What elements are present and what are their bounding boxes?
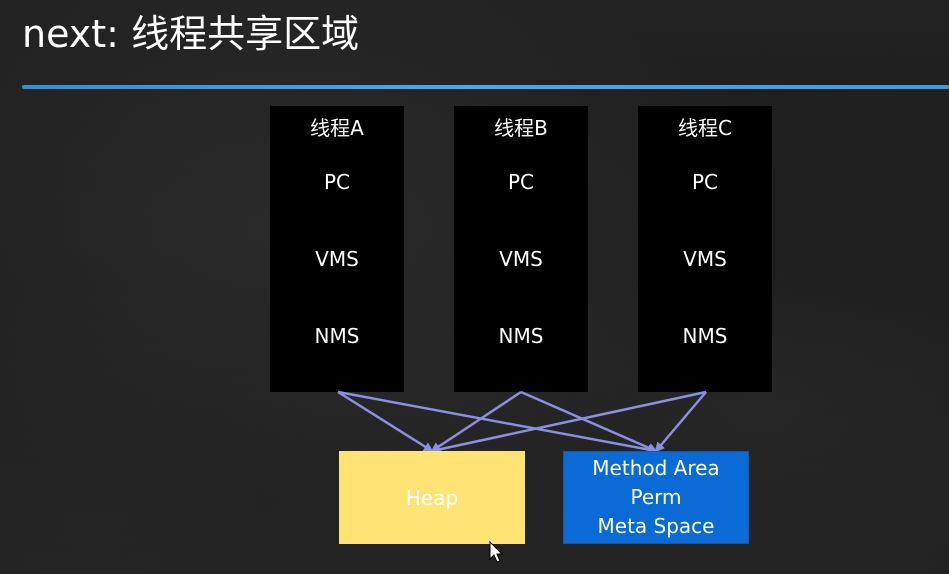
- title-divider: [22, 85, 949, 89]
- heap-label: Heap: [405, 485, 459, 510]
- thread-b-box: 线程B PC VMS NMS: [454, 106, 588, 392]
- thread-c-box: 线程C PC VMS NMS: [638, 106, 772, 392]
- thread-c-nms: NMS: [682, 324, 728, 348]
- method-area-box: Method Area Perm Meta Space: [563, 451, 749, 544]
- thread-c-pc: PC: [691, 170, 719, 194]
- mouse-pointer-icon: [489, 541, 503, 563]
- thread-a-pc: PC: [323, 170, 351, 194]
- thread-a-name: 线程A: [310, 116, 364, 140]
- arrow-b-to-heap: [430, 390, 522, 453]
- thread-b-name: 线程B: [494, 116, 548, 140]
- perm-label: Perm: [630, 485, 682, 509]
- thread-b-vms: VMS: [499, 247, 543, 271]
- heap-box: Heap: [339, 451, 525, 544]
- meta-space-label: Meta Space: [597, 514, 715, 538]
- thread-c-vms: VMS: [683, 247, 727, 271]
- thread-b-pc: PC: [507, 170, 535, 194]
- thread-a-vms: VMS: [315, 247, 359, 271]
- arrow-a-to-heap: [337, 390, 434, 453]
- slide-title: next: 线程共享区域: [22, 12, 360, 56]
- thread-a-nms: NMS: [314, 324, 360, 348]
- thread-c-name: 线程C: [678, 116, 732, 140]
- thread-a-box: 线程A PC VMS NMS: [270, 106, 404, 392]
- arrow-c-to-method: [654, 391, 707, 453]
- thread-b-nms: NMS: [498, 324, 544, 348]
- arrow-c-to-heap: [430, 390, 707, 455]
- arrow-b-to-method: [520, 390, 658, 453]
- method-area-label: Method Area: [592, 456, 720, 480]
- arrow-a-to-method: [337, 390, 658, 455]
